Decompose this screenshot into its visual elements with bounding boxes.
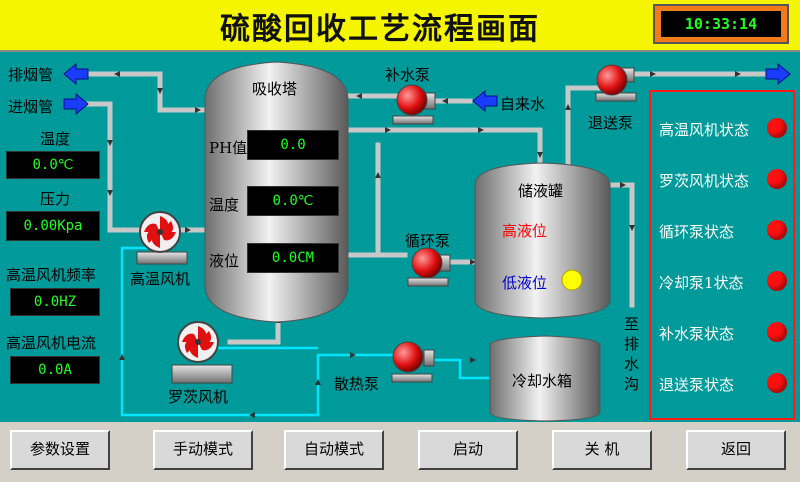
status-label: 罗茨风机状态 <box>659 172 750 190</box>
shutdown-button[interactable]: 关 机 <box>552 430 652 470</box>
fan-current-label: 高温风机电流 <box>6 334 97 352</box>
status-led <box>767 322 787 342</box>
absorber-temp-label: 温度 <box>209 196 240 214</box>
storage-tank-label: 储液罐 <box>518 182 564 200</box>
status-row-cooling-pump: 冷却泵1状态 <box>651 267 797 297</box>
clock-display: 10:33:14 <box>653 4 789 44</box>
temperature-label: 温度 <box>40 130 71 148</box>
intake-arrow <box>63 92 89 116</box>
exhaust-arrow <box>63 62 89 86</box>
pressure-display: 0.00Kpa <box>6 211 100 241</box>
status-label: 补水泵状态 <box>659 325 735 343</box>
blue-flow-arrows <box>63 62 791 116</box>
temperature-display: 0.0℃ <box>6 151 100 179</box>
cooling-water-tank <box>489 335 601 422</box>
cooling-pump-label: 散热泵 <box>334 375 380 393</box>
button-bar: 参数设置 手动模式 自动模式 启动 关 机 返回 <box>0 422 800 482</box>
intake-pipe-label: 进烟管 <box>8 98 54 116</box>
drain-label: 至排水沟 <box>624 315 640 393</box>
return-pump-label: 退送泵 <box>588 114 634 132</box>
ph-label: PH值 <box>209 139 248 157</box>
page-title: 硫酸回收工艺流程画面 <box>220 12 540 47</box>
status-row-return-pump: 退送泵状态 <box>651 369 797 399</box>
cooling-pump-icon <box>391 341 435 383</box>
makeup-pump-icon <box>392 84 436 125</box>
outlet-arrow <box>765 62 791 86</box>
absorber-level-label: 液位 <box>209 252 240 270</box>
return-pump-icon <box>595 64 637 102</box>
roots-fan-icon <box>171 321 233 384</box>
fan-frequency-display: 0.0HZ <box>10 288 100 316</box>
makeup-pump-label: 补水泵 <box>385 66 431 84</box>
manual-mode-button[interactable]: 手动模式 <box>153 430 253 470</box>
low-level-led <box>561 269 583 291</box>
auto-mode-button[interactable]: 自动模式 <box>284 430 384 470</box>
tap-water-label: 自来水 <box>500 95 546 113</box>
params-button[interactable]: 参数设置 <box>10 430 110 470</box>
low-level-label: 低液位 <box>502 274 548 292</box>
absorber-temp-display: 0.0℃ <box>247 186 339 216</box>
cooling-tank-label: 冷却水箱 <box>512 372 573 390</box>
status-label: 退送泵状态 <box>659 376 735 394</box>
status-row-high-temp-fan: 高温风机状态 <box>651 114 797 144</box>
absorber-tower-label: 吸收塔 <box>252 80 298 98</box>
circulation-pump-icon <box>407 247 451 287</box>
roots-fan-label: 罗茨风机 <box>168 388 229 406</box>
status-row-makeup-pump: 补水泵状态 <box>651 318 797 348</box>
status-led <box>767 373 787 393</box>
pressure-label: 压力 <box>40 190 71 208</box>
status-led <box>767 118 787 138</box>
absorber-level-display: 0.0CM <box>247 243 339 273</box>
status-led <box>767 220 787 240</box>
status-label: 冷却泵1状态 <box>659 274 744 292</box>
status-label: 高温风机状态 <box>659 121 750 139</box>
ph-display: 0.0 <box>247 130 339 160</box>
status-led <box>767 169 787 189</box>
high-temp-fan-label: 高温风机 <box>130 270 191 288</box>
fan-current-display: 0.0A <box>10 356 100 384</box>
back-button[interactable]: 返回 <box>686 430 786 470</box>
high-temp-fan-icon <box>136 211 188 265</box>
start-button[interactable]: 启动 <box>418 430 518 470</box>
exhaust-pipe-label: 排烟管 <box>8 66 54 84</box>
status-panel: 高温风机状态 罗茨风机状态 循环泵状态 冷却泵1状态 补水泵状态 退送泵状态 <box>649 90 795 420</box>
status-row-circ-pump: 循环泵状态 <box>651 216 797 246</box>
clock-time: 10:33:14 <box>661 11 781 37</box>
fan-frequency-label: 高温风机频率 <box>6 266 97 284</box>
status-label: 循环泵状态 <box>659 223 735 241</box>
circulation-pump-label: 循环泵 <box>405 232 451 250</box>
high-level-label: 高液位 <box>502 222 548 240</box>
tap-water-arrow <box>472 89 498 113</box>
status-led <box>767 271 787 291</box>
header-bar: 硫酸回收工艺流程画面 10:33:14 <box>0 0 800 52</box>
status-row-roots-fan: 罗茨风机状态 <box>651 165 797 195</box>
